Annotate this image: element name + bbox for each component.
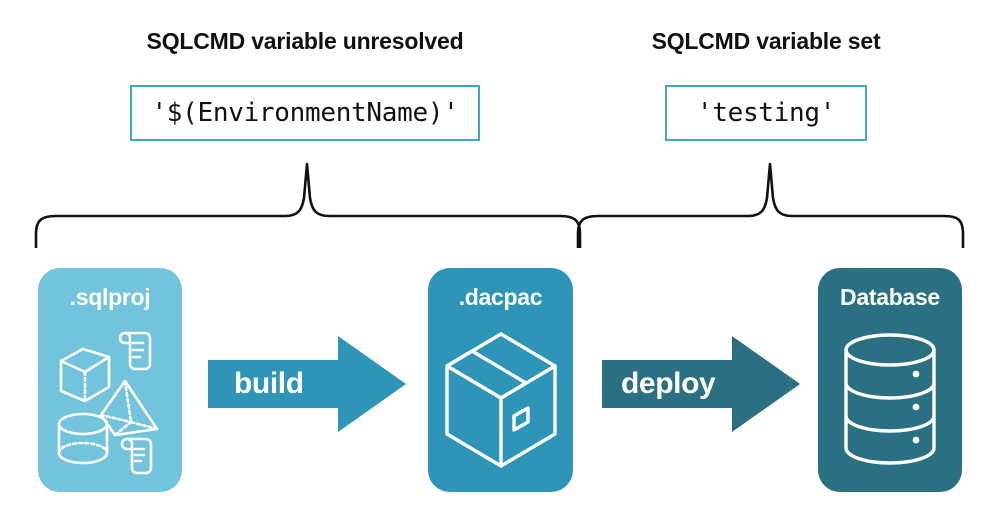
code-box-unresolved: '$(EnvironmentName)' — [130, 85, 480, 141]
arrow-deploy-shape — [602, 336, 800, 432]
section-heading-unresolved: SQLCMD variable unresolved — [146, 28, 464, 54]
stage-card-sqlproj: .sqlproj — [38, 268, 182, 492]
arrow-deploy-label: deploy — [621, 367, 716, 400]
code-value-unresolved: '$(EnvironmentName)' — [151, 98, 459, 128]
code-box-set: 'testing' — [665, 85, 867, 141]
arrow-deploy: deploy — [602, 334, 802, 434]
stage-label-sqlproj: .sqlproj — [69, 284, 151, 310]
code-value-set: 'testing' — [696, 98, 836, 128]
stage-label-database: Database — [840, 284, 940, 310]
brace-deploy-scope — [576, 162, 965, 248]
stage-card-dacpac: .dacpac — [428, 268, 573, 492]
arrow-build-label: build — [234, 367, 304, 400]
arrow-build: build — [208, 334, 408, 434]
project-shapes-icon — [38, 320, 182, 480]
package-box-icon — [428, 320, 573, 480]
database-cylinder-icon — [818, 326, 962, 476]
brace-build-scope — [34, 162, 582, 248]
stage-label-dacpac: .dacpac — [458, 284, 543, 310]
section-heading-set: SQLCMD variable set — [651, 28, 881, 54]
arrow-build-shape — [208, 336, 406, 432]
stage-card-database: Database — [818, 268, 962, 492]
